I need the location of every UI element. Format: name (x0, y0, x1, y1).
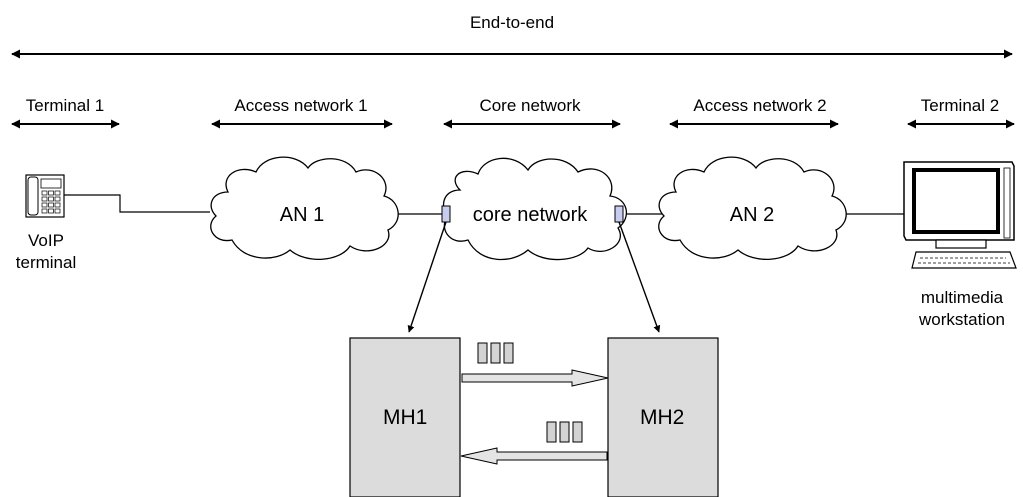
flow-mh2-to-mh1-arrow (460, 447, 608, 465)
workstation-label-line1: multimedia (921, 288, 1004, 307)
packets-lower-icon (546, 421, 583, 443)
monitor-port-left-icon (441, 205, 451, 223)
workstation-label-line2: workstation (918, 310, 1005, 329)
an2-label: AN 2 (730, 204, 774, 226)
voip-label-line1: VoIP (28, 231, 64, 250)
packets-upper-icon (477, 342, 514, 364)
core-network-cloud-label: core network (473, 204, 588, 226)
end-to-end-label: End-to-end (470, 13, 554, 32)
workstation-icon (903, 161, 1017, 269)
flow-mh1-to-mh2-arrow (461, 369, 609, 387)
access-network2-label: Access network 2 (693, 96, 826, 115)
terminal2-label: Terminal 2 (921, 96, 999, 115)
an2-cloud: AN 2 (658, 156, 847, 261)
an1-cloud: AN 1 (210, 156, 399, 261)
mh1-label: MH1 (383, 406, 427, 429)
an1-label: AN 1 (280, 204, 324, 226)
mh2-box (607, 337, 719, 497)
port-to-mh1-arrow (407, 221, 447, 333)
terminal1-label: Terminal 1 (26, 96, 104, 115)
core-network-label: Core network (479, 96, 581, 115)
voip-label-line2: terminal (16, 253, 76, 272)
mh1-box (349, 337, 461, 497)
monitor-port-right-icon (614, 205, 624, 223)
link-voip-an1 (64, 194, 210, 213)
voip-phone-icon (25, 174, 65, 218)
access-network1-label: Access network 1 (234, 96, 367, 115)
port-to-mh2-arrow (618, 221, 661, 333)
core-network-cloud: core network (442, 157, 628, 261)
mh2-label: MH2 (640, 406, 684, 429)
